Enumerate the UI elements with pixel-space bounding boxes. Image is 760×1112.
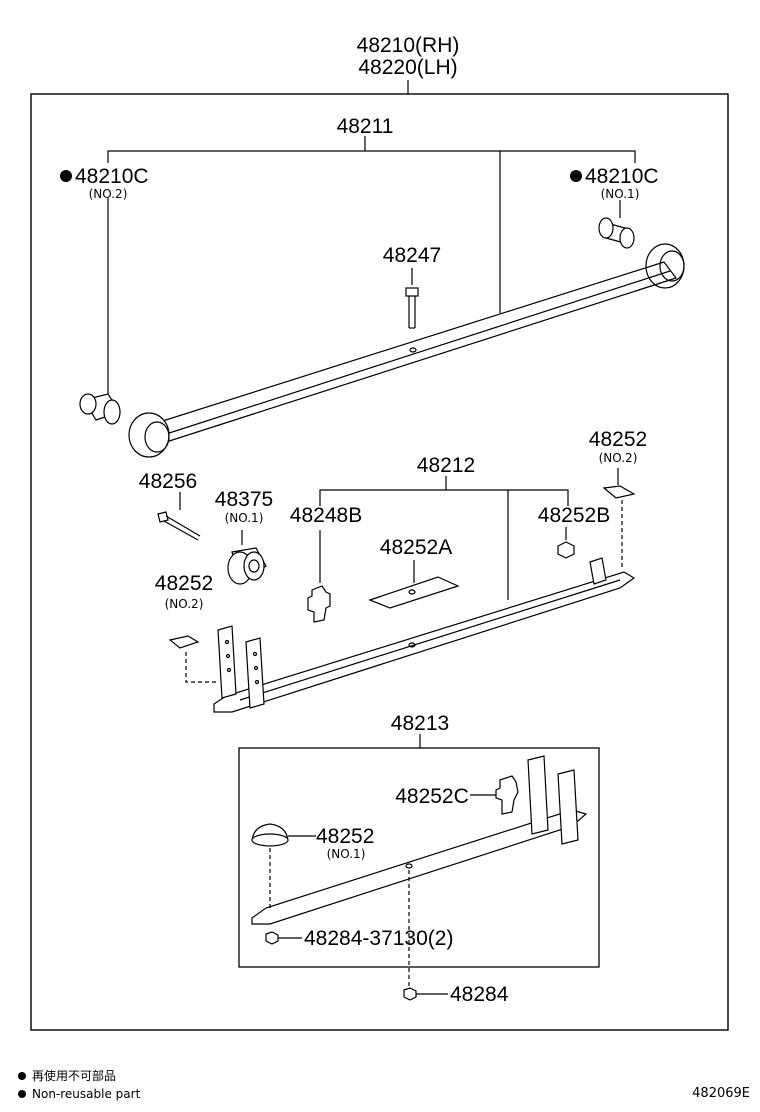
label-48375: 48375	[215, 488, 273, 511]
label-48248b: 48248B	[290, 504, 362, 527]
pad-48252-top	[602, 485, 636, 499]
label-48210c-left: 48210C	[75, 165, 149, 188]
bullet-icon	[18, 1072, 26, 1080]
inner-frame-48213	[238, 747, 600, 968]
label-48212: 48212	[417, 454, 475, 477]
label-48210c-right: 48210C	[585, 165, 659, 188]
leaf-spring-no3	[251, 755, 588, 925]
legend-en-text: Non-reusable part	[32, 1087, 141, 1101]
label-48375-sub: (NO.1)	[225, 511, 264, 525]
label-48252-no1-sub: (NO.1)	[327, 847, 366, 861]
pad-48252-left	[168, 635, 200, 649]
clip-48248b	[307, 585, 331, 623]
legend-jp: 再使用不可部品	[18, 1068, 116, 1084]
bushing-48375	[227, 547, 267, 585]
label-48252a: 48252A	[380, 536, 452, 559]
label-48284: 48284	[450, 983, 509, 1006]
nut-48284	[403, 987, 417, 1001]
label-assembly-lh: 48220(LH)	[358, 56, 457, 79]
label-48210c-left-sub: (NO.2)	[89, 187, 128, 201]
nut-48284-37130	[265, 931, 279, 945]
label-48247: 48247	[383, 244, 441, 267]
pad-48252-no1	[251, 823, 289, 847]
label-48252-left-sub: (NO.2)	[165, 597, 204, 611]
leaf-spring-no2	[213, 557, 636, 713]
illustration-reference-number: 482069E	[692, 1086, 750, 1101]
label-48252-no1: 48252	[316, 825, 374, 848]
insulator-48252a	[368, 576, 460, 609]
label-48252b: 48252B	[538, 504, 610, 527]
non-reusable-marker-left	[60, 170, 72, 182]
label-48252c: 48252C	[395, 785, 469, 808]
bushing-48210c-right	[598, 217, 635, 249]
legend-en: Non-reusable part	[18, 1086, 140, 1102]
outer-frame	[30, 93, 729, 1031]
label-48252-top: 48252	[589, 428, 647, 451]
non-reusable-marker-right	[570, 170, 582, 182]
label-48213: 48213	[391, 712, 449, 735]
bolt-48256	[157, 511, 201, 541]
leaf-spring-no1	[128, 243, 685, 458]
label-48256: 48256	[139, 470, 197, 493]
legend-jp-text: 再使用不可部品	[32, 1069, 117, 1083]
bullet-icon	[18, 1090, 26, 1098]
label-48211: 48211	[337, 115, 394, 138]
center-bolt-48247	[405, 287, 419, 329]
clip-48252b	[557, 541, 575, 559]
label-48252-left: 48252	[155, 572, 213, 595]
label-48252-top-sub: (NO.2)	[599, 451, 638, 465]
bushing-48210c-left	[79, 393, 121, 425]
label-48210c-right-sub: (NO.1)	[601, 187, 640, 201]
label-assembly-rh: 48210(RH)	[357, 34, 460, 57]
label-48284-37130: 48284-37130(2)	[304, 927, 453, 950]
clip-48252c	[495, 775, 519, 815]
